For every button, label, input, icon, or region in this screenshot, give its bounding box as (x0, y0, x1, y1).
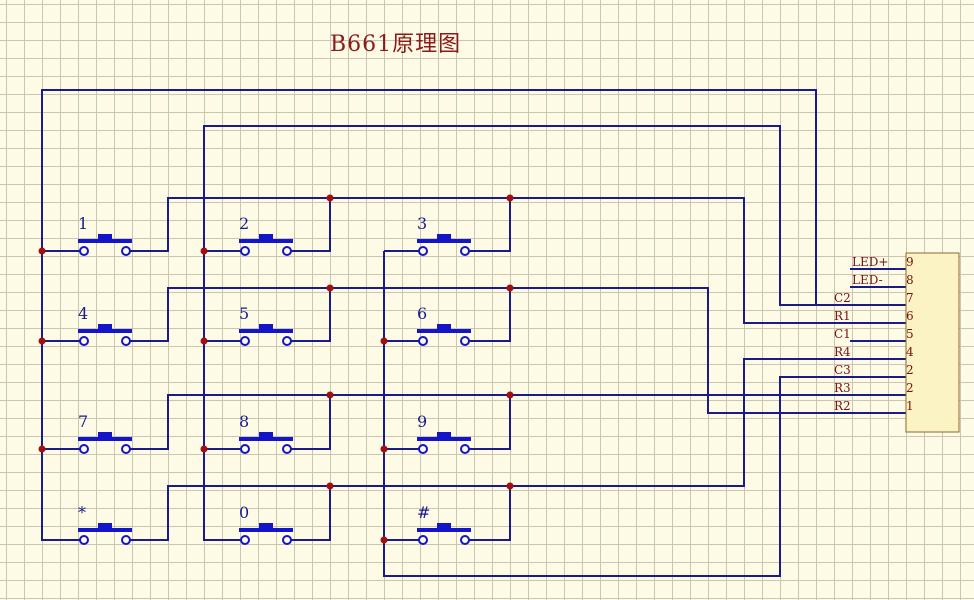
junction-dot (200, 445, 208, 453)
row-wires (128, 197, 906, 541)
pin-number: 2 (906, 363, 914, 377)
column-wires (41, 89, 906, 577)
push-button: 1 (78, 214, 132, 256)
push-button: 0 (239, 503, 293, 545)
pin-number: 5 (906, 327, 914, 341)
junction-dot (506, 482, 514, 490)
push-button: 7 (78, 412, 132, 454)
pin-name: C3 (834, 363, 851, 377)
pin-number: 9 (906, 255, 914, 269)
junction-dot (326, 482, 334, 490)
junction-dot (506, 284, 514, 292)
junction-dot (326, 391, 334, 399)
key-label: 8 (239, 412, 249, 431)
push-button: # (417, 503, 471, 545)
key-label: 2 (239, 214, 249, 233)
connector-body (905, 252, 960, 433)
key-label: 6 (417, 304, 427, 323)
junction-dot (200, 247, 208, 255)
junction-dot (38, 247, 46, 255)
junction-dot (380, 445, 388, 453)
pin-name: C2 (834, 291, 851, 305)
key-label: 4 (78, 304, 88, 323)
pin-name: R1 (834, 309, 851, 323)
key-label: * (78, 503, 86, 522)
pin-number: 1 (906, 399, 914, 413)
pin-name: R4 (834, 345, 851, 359)
junction-dot (38, 337, 46, 345)
pin-name: R2 (834, 399, 851, 413)
junction-dot (380, 536, 388, 544)
push-button: 6 (417, 304, 471, 346)
pin-name: R3 (834, 381, 851, 395)
schematic-title: B661原理图 (330, 32, 462, 57)
junction-dot (38, 445, 46, 453)
key-label: # (417, 503, 430, 522)
pin-number: 2 (906, 381, 914, 395)
push-button: 9 (417, 412, 471, 454)
push-button: * (78, 503, 132, 545)
push-button: 3 (417, 214, 471, 256)
key-label: 0 (239, 503, 249, 522)
keypad-buttons: 1 2 3 4 5 6 7 8 9 * 0 # (78, 214, 471, 545)
junction-dot (200, 337, 208, 345)
pin-name: LED- (852, 273, 883, 287)
push-button: 5 (239, 304, 293, 346)
junction-dot (326, 194, 334, 202)
junction-dot (506, 194, 514, 202)
pin-number: 4 (906, 345, 914, 359)
push-button: 2 (239, 214, 293, 256)
junction-dots (38, 194, 514, 544)
junction-dot (380, 337, 388, 345)
key-label: 9 (417, 412, 427, 431)
pin-number: 8 (906, 273, 914, 287)
pin-number: 6 (906, 309, 914, 323)
pin-name: C1 (834, 327, 851, 341)
push-button: 8 (239, 412, 293, 454)
junction-dot (506, 391, 514, 399)
key-label: 1 (78, 214, 88, 233)
pin-number: 7 (906, 291, 914, 305)
push-button: 4 (78, 304, 132, 346)
junction-dot (326, 284, 334, 292)
key-label: 7 (78, 412, 88, 431)
pin-name: LED+ (852, 255, 888, 269)
key-label: 3 (417, 214, 427, 233)
key-label: 5 (239, 304, 249, 323)
